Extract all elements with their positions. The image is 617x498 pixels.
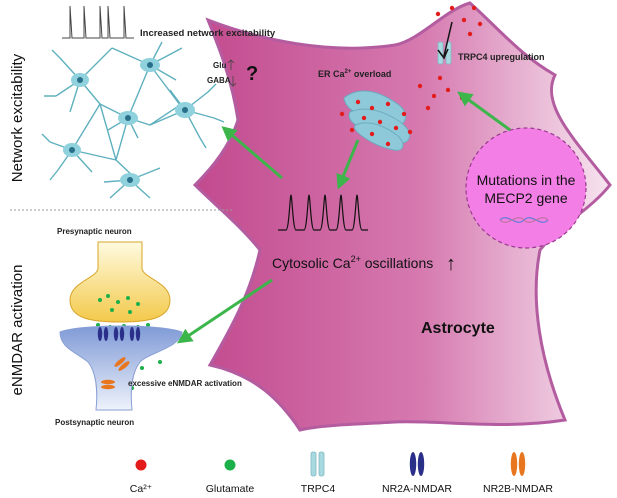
neuron-network <box>41 41 225 199</box>
astrocyte-label: Astrocyte <box>421 320 495 337</box>
question-mark: ? <box>246 63 258 85</box>
cytosolic-oscillations-label: Cytosolic Ca2+ oscillations <box>272 254 433 271</box>
nr2a-receptors <box>97 327 141 341</box>
trpc4-channel <box>437 41 452 65</box>
er-calcium-dots <box>339 99 413 147</box>
calcium-oscillation-trace <box>278 194 368 231</box>
endoplasmic-reticulum <box>343 90 410 151</box>
legend-label-nr2a: NR2A-NMDAR <box>382 483 452 495</box>
arrow-oscillation-to-synapse <box>177 278 273 344</box>
trpc4-upregulation-label: TRPC4 upregulation <box>458 52 545 62</box>
presynaptic-label: Presynaptic neuron <box>57 227 132 236</box>
neuron-cell-bodies <box>63 58 195 187</box>
legend-trpc4-marker <box>310 451 325 477</box>
legend-nr2a-marker <box>409 452 425 476</box>
trpc4-influx-arrow <box>437 21 453 60</box>
er-overload-label: ER Ca2+ overload <box>318 69 391 79</box>
presynaptic-terminal <box>69 241 171 323</box>
arrow-er-to-oscillation <box>336 139 360 190</box>
glu-up-arrow-icon <box>227 59 235 70</box>
vesicle-glutamate-dots <box>98 294 140 314</box>
legend: Ca²⁺ Glutamate TRPC4 NR2A-NMDAR NR2B-NMD… <box>130 451 553 495</box>
dna-icon <box>499 217 549 223</box>
side-label-enmdar: eNMDAR activation <box>9 265 26 396</box>
legend-label-nr2b: NR2B-NMDAR <box>483 483 553 495</box>
legend-label-ca: Ca²⁺ <box>130 483 153 495</box>
legend-label-trpc4: TRPC4 <box>301 483 336 495</box>
increased-excitability-label: Increased network excitability <box>140 28 276 39</box>
gaba-down-arrow-icon <box>229 76 237 87</box>
mecp2-line2: MECP2 gene <box>484 190 567 206</box>
legend-ca-marker <box>135 459 147 471</box>
mecp2-mutation-circle <box>465 127 587 249</box>
arrow-mecp2-to-trpc4 <box>457 91 511 132</box>
nr2b-receptors <box>101 357 130 390</box>
legend-label-glutamate: Glutamate <box>206 483 255 495</box>
spike-train <box>62 5 134 39</box>
extracellular-calcium-dots <box>435 5 483 37</box>
pathway-arrows <box>177 91 511 344</box>
arrow-oscillation-to-network <box>221 126 283 180</box>
postsynaptic-label: Postsynaptic neuron <box>55 418 134 427</box>
excessive-enmdar-label: excessive eNMDAR activation <box>128 379 242 388</box>
oscillation-up-arrow-icon: ↑ <box>446 253 456 275</box>
gaba-label: GABA <box>207 76 231 85</box>
glu-label: Glu <box>213 61 226 70</box>
mecp2-line1: Mutations in the <box>477 172 576 188</box>
side-label-network: Network excitability <box>9 53 26 182</box>
astrocyte-body <box>192 1 612 432</box>
legend-glutamate-marker <box>224 459 236 471</box>
legend-nr2b-marker <box>510 452 526 476</box>
